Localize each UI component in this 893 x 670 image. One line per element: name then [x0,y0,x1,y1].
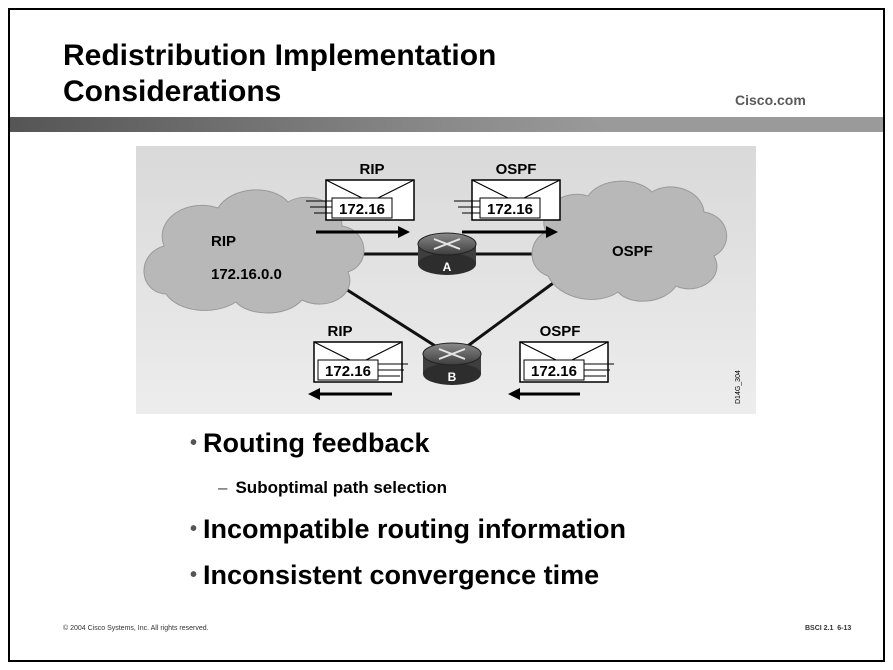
redistribution-diagram: RIP 172.16.0.0 OSPF A B RIP 172.16 OSPF [136,146,756,414]
bullet-routing-feedback: •Routing feedback [190,428,430,458]
envelope-top-left-icon [306,179,415,221]
update-top-left-protocol: RIP [359,161,384,178]
rip-network-label: 172.16.0.0 [211,266,282,283]
title-line-2: Considerations [63,75,282,108]
ospf-cloud-label: OSPF [612,243,653,260]
title-line-1: Redistribution Implementation [63,39,497,72]
rip-cloud-label: RIP [211,233,236,250]
arrow-top-left-icon [316,226,410,238]
header-bar [10,117,883,132]
rip-cloud [143,189,365,314]
update-top-right-prefix: 172.16 [487,201,533,218]
copyright-footer: © 2004 Cisco Systems, Inc. All rights re… [63,625,209,632]
update-top-right-protocol: OSPF [496,161,537,178]
bullet-inconsistent-convergence: •Inconsistent convergence time [190,560,600,590]
router-b-label: B [448,370,457,384]
envelope-bottom-left-icon [313,341,408,383]
router-a-icon [417,232,477,275]
arrow-bottom-left-icon [308,388,392,400]
slide-title: Redistribution Implementation Considerat… [63,38,496,110]
arrow-bottom-right-icon [508,388,580,400]
course-ref: BSCI 2.1 [805,625,834,632]
update-bottom-left-prefix: 172.16 [325,363,371,380]
course-page-footer: BSCI 2.1 6-13 [805,625,851,632]
page-ref: 6-13 [837,625,852,632]
update-bottom-right-prefix: 172.16 [531,363,577,380]
link-ospf-b [453,279,557,358]
arrow-top-right-icon [462,226,558,238]
bullet-incompatible-info: •Incompatible routing information [190,514,626,544]
update-bottom-right-protocol: OSPF [540,323,581,340]
update-bottom-left-protocol: RIP [327,323,352,340]
sub-bullet-suboptimal-path: –Suboptimal path selection [218,478,448,497]
router-b-icon [422,342,482,385]
envelope-top-right-icon [454,179,561,221]
ospf-cloud [531,180,728,302]
figure-id: D14G_304 [735,370,742,404]
envelope-bottom-right-icon [519,341,614,383]
link-rip-b [340,284,452,358]
router-a-label: A [443,260,452,274]
update-top-left-prefix: 172.16 [339,201,385,218]
brand-label: Cisco.com [735,92,806,108]
